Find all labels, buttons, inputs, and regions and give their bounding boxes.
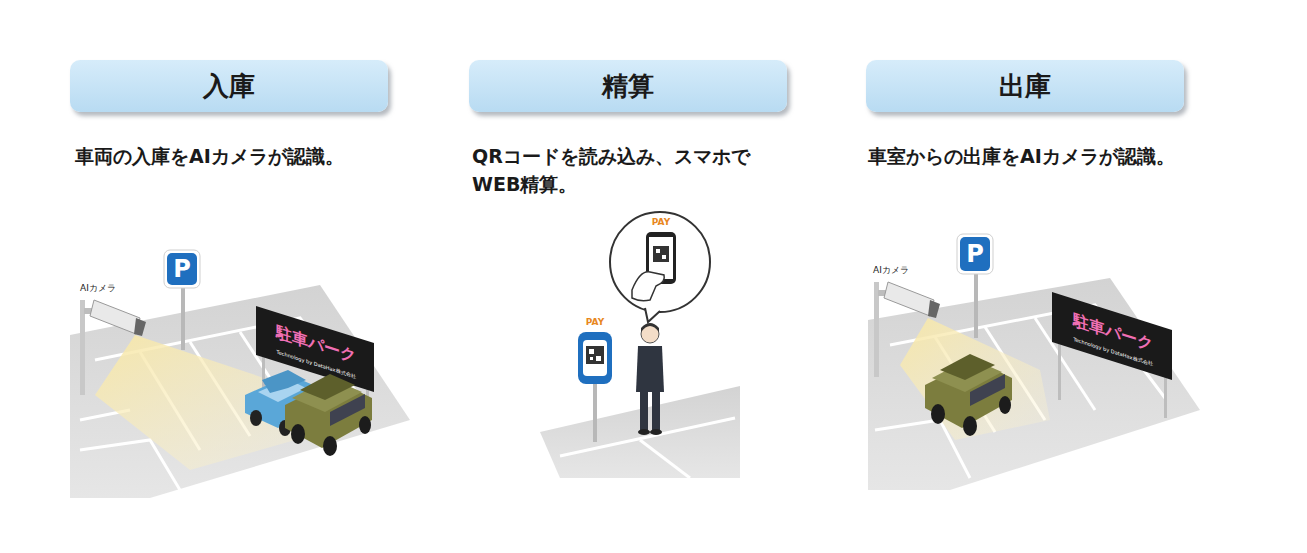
parking-sign: P	[960, 237, 990, 271]
step-title: 精算	[602, 69, 654, 104]
camera-label: AIカメラ	[873, 264, 933, 277]
p-sign-right-part	[974, 270, 978, 338]
step-title: 入庫	[203, 69, 255, 104]
blue-car-part	[262, 370, 306, 393]
parking-lot-left-part	[70, 285, 410, 498]
qr-pay-stand-part	[589, 349, 594, 354]
billboard-right-part	[1164, 372, 1167, 418]
green-suv-exit-part	[940, 354, 995, 380]
qr-pay-stand-part	[578, 332, 612, 384]
green-suv-exit-part	[999, 396, 1011, 414]
parking-sign: P	[167, 253, 197, 285]
step-header: 入庫	[70, 60, 388, 112]
parking-lot-right-part	[868, 278, 1200, 490]
payment-ground-part	[640, 440, 690, 478]
p-sign-left-part	[164, 250, 200, 288]
p-sign-right-part	[957, 234, 993, 274]
qr-pay-stand-part	[590, 357, 593, 360]
speech-bubble-part	[632, 272, 664, 301]
person-part	[641, 323, 659, 332]
camera-right	[874, 282, 940, 377]
step-title: 出庫	[999, 69, 1051, 104]
qr-pay-stand-part	[596, 356, 601, 361]
person-part	[650, 429, 662, 435]
camera-right-part	[874, 282, 879, 377]
qr-pay-stand-part	[593, 380, 597, 442]
green-suv-part	[300, 374, 355, 400]
person-part	[640, 392, 648, 430]
step-description: QRコードを読み込み、スマホでWEB精算。	[472, 143, 764, 198]
parking-lot-right	[868, 278, 1200, 490]
p-sign-right-part	[960, 237, 990, 271]
camera-label: AIカメラ	[80, 282, 140, 295]
green-suv-exit	[925, 354, 1012, 436]
p-sign-left-part	[181, 282, 185, 350]
qr-pay-stand-part	[586, 346, 604, 364]
billboard-left-part	[256, 306, 374, 392]
green-suv-exit-part	[931, 404, 945, 424]
camera-right-part	[928, 300, 940, 318]
billboard-right-part	[1052, 292, 1172, 380]
step-header: 精算	[469, 60, 787, 112]
camera-left	[80, 300, 146, 395]
step-description: 車室からの出庫をAIカメラが認識。	[868, 143, 1188, 171]
qr-pay-stand	[578, 332, 612, 442]
camera-left-part	[90, 300, 140, 334]
green-suv-exit-part	[963, 416, 977, 436]
speech-bubble	[610, 212, 710, 322]
speech-bubble-part	[656, 249, 660, 253]
billboard-right-part	[1058, 338, 1061, 400]
person	[636, 323, 664, 435]
speech-bubble-part	[662, 255, 666, 259]
billboard-right	[1052, 292, 1172, 418]
camera-left-part	[134, 318, 146, 336]
parking-lot-left-part	[80, 318, 370, 490]
step-description: 車両の入庫をAIカメラが認識。	[75, 143, 405, 171]
p-sign-left-part	[167, 253, 197, 285]
green-suv-part	[291, 424, 305, 444]
step-header: 出庫	[866, 60, 1184, 112]
speech-bubble-part	[653, 246, 669, 262]
parking-lot-left	[70, 285, 410, 498]
green-suv-part	[359, 416, 371, 434]
qr-pay-stand-part	[583, 340, 607, 376]
person-part	[636, 346, 664, 392]
camera-left-part	[80, 300, 85, 395]
pay-tag: PAY	[580, 316, 610, 329]
blue-car-part	[250, 410, 262, 426]
payment-ground-part	[540, 386, 740, 478]
camera-right-part	[884, 282, 934, 316]
green-suv	[285, 374, 372, 456]
speech-bubble-part	[645, 308, 660, 322]
speech-bubble-part	[610, 212, 710, 312]
p-sign-right	[957, 234, 993, 338]
p-sign-left	[164, 250, 200, 350]
person-part	[652, 392, 660, 430]
person-part	[638, 429, 650, 435]
payment-ground	[540, 386, 740, 478]
pay-tag: PAY	[646, 216, 676, 229]
green-suv-part	[323, 436, 337, 456]
